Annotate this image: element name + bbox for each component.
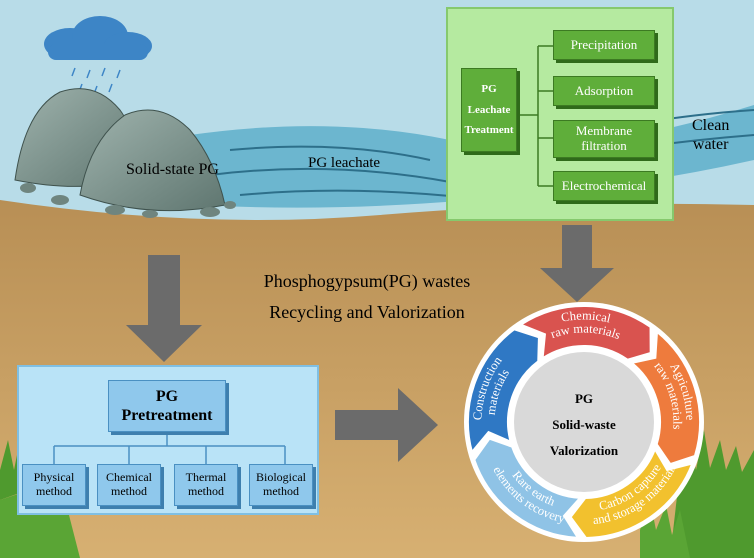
ring-label-chemical-raw-materials: Chemical	[560, 308, 613, 325]
thermal-method-line1: Thermal	[185, 470, 227, 485]
ring-segment-chemical-raw-materials	[518, 305, 652, 361]
center-line2: Solid-waste	[552, 417, 616, 432]
pretreatment-title-line1: PG	[155, 387, 179, 405]
ring-segment-construction-materials	[467, 328, 540, 455]
method-precipitation: Precipitation	[553, 30, 655, 60]
thermal-method-box: Thermal method	[174, 464, 238, 506]
biological-method-line2: method	[263, 484, 299, 498]
flow-arrows	[126, 225, 614, 462]
cloud	[44, 16, 152, 95]
pretreatment-title: PG Pretreatment	[108, 380, 226, 432]
title-line1: Phosphogypsum(PG) wastes	[263, 271, 471, 291]
method-electrochemical: Electrochemical	[553, 171, 655, 201]
chemical-method-box: Chemical method	[97, 464, 161, 506]
ring-label-chemical-raw-materials: raw materials	[549, 321, 623, 342]
clean-water-line1: Clean	[692, 117, 730, 134]
chemical-method-line1: Chemical	[106, 470, 152, 485]
leachate-tree-lines	[518, 45, 553, 187]
pretreatment-tree-lines	[53, 432, 286, 464]
clean-water-line2: water	[692, 136, 729, 154]
biological-method-line1: Biological	[256, 470, 306, 485]
ring-segment-rare-earth-recovery	[473, 437, 583, 539]
arrow-down-left	[126, 255, 202, 362]
leachate-label: PG leachate	[308, 155, 381, 171]
valorization-center-label: PG Solid-waste Valorization	[542, 386, 626, 464]
biological-method-box: Biological method	[249, 464, 313, 506]
ring-center	[514, 352, 654, 492]
diagram-title: Phosphogypsum(PG) wastes Recycling and V…	[236, 266, 498, 327]
physical-method-line1: Physical	[33, 470, 75, 485]
physical-method-box: Physical method	[22, 464, 86, 506]
leachate-title-line1: PG	[481, 82, 497, 95]
solid-pg-label: Solid-state PG	[126, 161, 219, 178]
chemical-method-line2: method	[111, 484, 147, 498]
leachate-treatment-title: PG Leachate Treatment	[461, 68, 517, 152]
arrow-down-right	[540, 225, 614, 302]
pretreatment-title-line2: Pretreatment	[121, 407, 213, 424]
center-line1: PG	[574, 391, 594, 406]
leachate-title-line2: Leachate	[467, 103, 511, 116]
arrow-right-center	[335, 388, 438, 462]
method-membrane-filtration: Membrane filtration	[553, 120, 655, 158]
ring-segment-carbon-capture-materials	[569, 446, 694, 539]
title-line2: Recycling and Valorization	[269, 301, 465, 322]
physical-method-line2: method	[36, 484, 72, 498]
clean-water-label: Clean water	[692, 116, 729, 154]
method-adsorption: Adsorption	[553, 76, 655, 106]
thermal-method-line2: method	[188, 484, 224, 498]
center-line3: Valorization	[549, 443, 619, 458]
pg-rock-pile	[14, 88, 236, 218]
leachate-title-line3: Treatment	[464, 124, 514, 137]
ring-segment-agriculture-raw-materials	[629, 329, 701, 466]
